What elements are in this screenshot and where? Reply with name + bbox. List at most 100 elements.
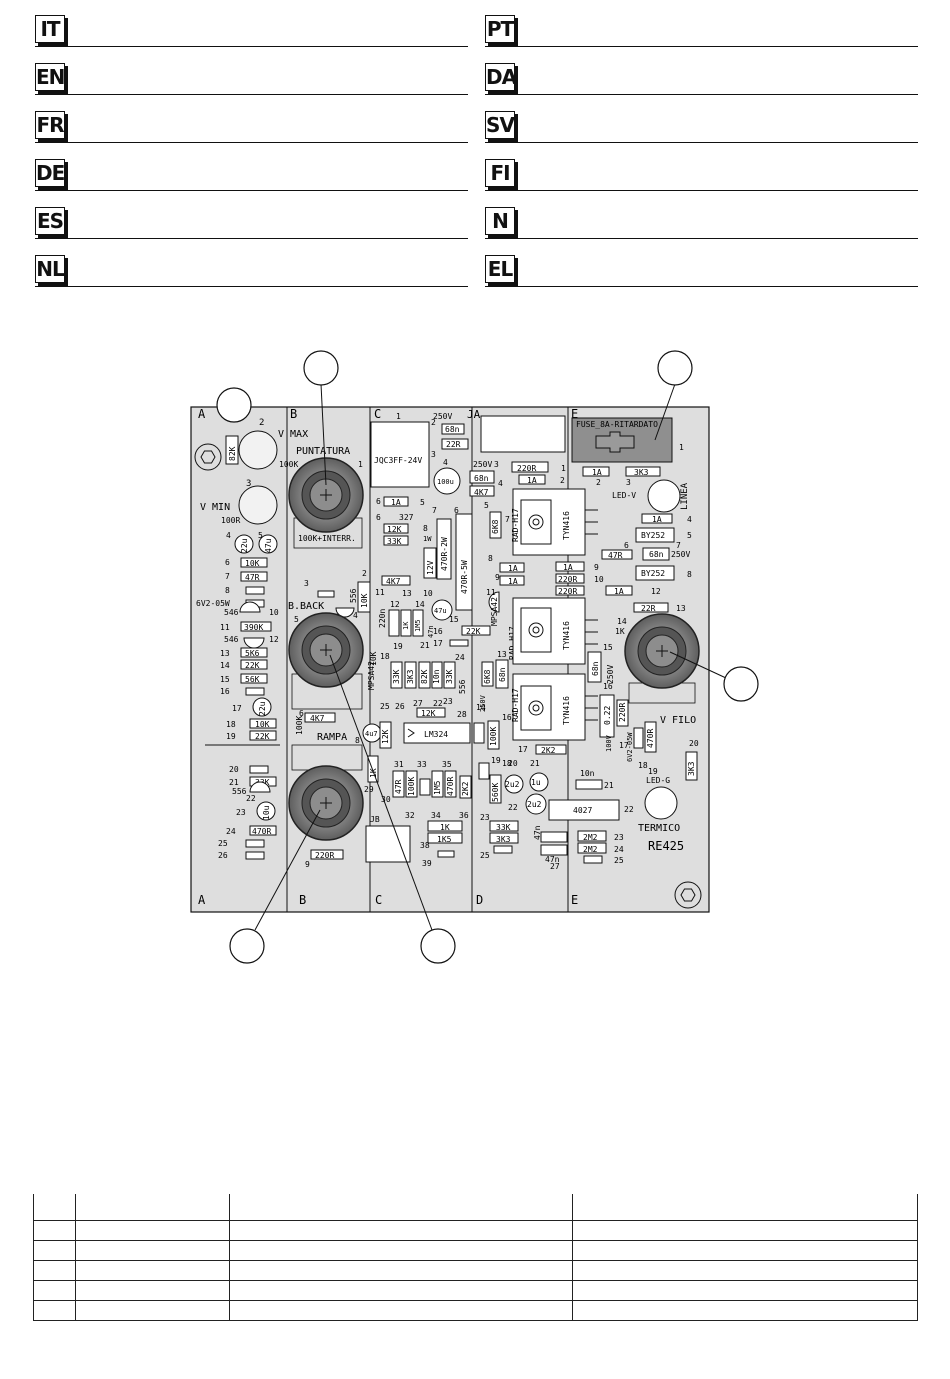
component-label: 18 xyxy=(380,652,390,661)
zone-b-bottom: B xyxy=(299,893,306,907)
component-label: TERMICO xyxy=(638,823,680,834)
component-label: 22 xyxy=(624,805,634,814)
component-label: 1A xyxy=(527,476,537,485)
component-label: 3K3 xyxy=(406,669,415,684)
callout-burnback xyxy=(329,654,456,964)
component-label: 1M5 xyxy=(414,619,422,632)
component-label: 327 xyxy=(399,513,414,522)
component-label: 19 xyxy=(393,642,403,651)
component-label: 20 xyxy=(508,759,518,768)
zone-b-top: B xyxy=(290,407,297,421)
component-label: 10K xyxy=(255,720,270,729)
component-label: 100K xyxy=(295,716,304,735)
component-label: 10K xyxy=(245,559,260,568)
component-label: LED-G xyxy=(646,776,670,785)
component-label: 23 xyxy=(236,808,246,817)
thyristor-2: TYN416 xyxy=(512,597,598,665)
component-label: 17 xyxy=(232,704,242,713)
pcb-diagram: A B C JA E A B C D E 2 3 V MAX V MIN 100… xyxy=(190,350,759,964)
component-label: 13 xyxy=(402,589,412,598)
component-label: 68n xyxy=(498,667,507,682)
language-underline xyxy=(35,286,468,287)
component-label: 2 xyxy=(259,418,264,428)
component-label: 1A xyxy=(563,563,573,572)
zone-a-bottom: A xyxy=(198,893,206,907)
component-label: TYN416 xyxy=(562,696,571,725)
table-cell xyxy=(228,1280,574,1301)
language-row-da: DA xyxy=(485,59,918,95)
component-label: 26 xyxy=(395,702,405,711)
table-cell xyxy=(33,1280,76,1301)
parts-table xyxy=(33,1194,918,1321)
component-label: 39 xyxy=(422,859,432,868)
component-label: 100R xyxy=(221,516,240,525)
component-label: 470R xyxy=(446,777,455,796)
table-cell xyxy=(74,1240,230,1261)
table-row xyxy=(33,1220,918,1241)
thyristor-3: TYN416 RAD-H17 xyxy=(511,673,598,741)
component-label: JB xyxy=(370,815,380,824)
component-label: 47R xyxy=(394,779,403,794)
component-label: 100K+INTERR. xyxy=(298,534,356,543)
component-label: 12 xyxy=(390,600,400,609)
table-cell xyxy=(228,1194,574,1221)
component-label: 4 xyxy=(226,531,231,540)
callout-fuse xyxy=(654,350,693,441)
component-label: LM324 xyxy=(424,730,448,739)
component-label: 15 xyxy=(603,643,613,652)
component-label: 12 xyxy=(651,587,661,596)
component-label: 6V2-05W xyxy=(626,732,634,762)
table-cell xyxy=(228,1260,574,1281)
label-v-min: V MIN xyxy=(200,502,230,513)
component-label: 100K xyxy=(407,777,416,796)
component-label: 4K7 xyxy=(386,577,401,586)
language-code-badge: SV xyxy=(485,111,515,139)
component-label: MPSA42 xyxy=(367,661,376,690)
component-label: 56K xyxy=(245,675,260,684)
component-label: 6V2-05W xyxy=(196,599,230,608)
component-label: 21 xyxy=(420,641,430,650)
ic-lm324 xyxy=(403,722,471,744)
language-code-badge: NL xyxy=(35,255,65,283)
table-cell xyxy=(228,1300,574,1321)
component-label: 22K xyxy=(255,732,270,741)
component-label: 556 xyxy=(458,679,467,694)
component-label: 100u xyxy=(437,478,454,486)
component-label: 22u xyxy=(258,701,267,716)
table-cell xyxy=(572,1260,918,1281)
language-underline xyxy=(35,190,468,191)
component-label: 1 xyxy=(679,443,684,452)
component-label: 250V xyxy=(433,412,452,421)
component-label: 4u7 xyxy=(365,730,378,738)
component-label: 17 xyxy=(433,639,443,648)
component-label: 6K8 xyxy=(491,519,500,534)
component-label: 250V xyxy=(671,550,690,559)
table-cell xyxy=(572,1194,918,1221)
component-label: 1A xyxy=(508,577,518,586)
component-label: 23 xyxy=(443,697,453,706)
component-label: 11 xyxy=(375,588,385,597)
language-underline xyxy=(485,46,918,47)
component-label: 220n xyxy=(378,609,387,628)
component-label: 15 xyxy=(220,675,230,684)
component-label: 22R xyxy=(446,440,461,449)
component-label: 21 xyxy=(604,781,614,790)
component-label: 2 xyxy=(560,476,565,485)
component-label: 20 xyxy=(229,765,239,774)
component-label: 13 xyxy=(220,649,230,658)
callout-top-left xyxy=(216,387,252,423)
potentiometer-vfilo xyxy=(624,613,700,704)
component-label: BY252 xyxy=(641,531,665,540)
component-label: 16 xyxy=(603,682,613,691)
component-label: 5 xyxy=(294,615,299,624)
component-label: 6 xyxy=(299,709,304,718)
component-label: 19 xyxy=(648,767,658,776)
table-cell xyxy=(572,1300,918,1321)
component-label: 7 xyxy=(225,572,230,581)
component-label: 47n xyxy=(533,825,542,840)
potentiometer-burnback xyxy=(288,612,364,710)
component-label: 8 xyxy=(687,570,692,579)
language-underline xyxy=(485,238,918,239)
component-label: TYN416 xyxy=(562,621,571,650)
callout-rampa xyxy=(229,809,321,964)
